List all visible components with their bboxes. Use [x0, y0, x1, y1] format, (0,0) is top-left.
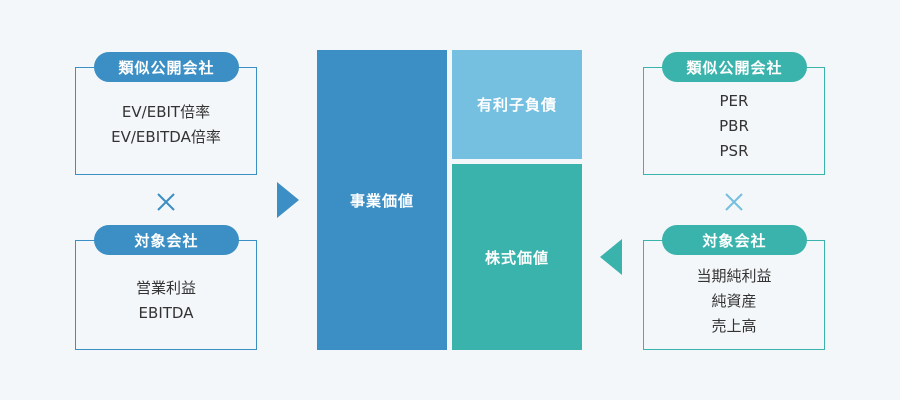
right-bottom-box: 当期純利益 純資産 売上高	[643, 240, 825, 350]
left-top-line-1: EV/EBIT倍率	[121, 103, 211, 121]
left-top-box: EV/EBIT倍率 EV/EBITDA倍率	[75, 67, 257, 175]
equity-value-block: 株式価値	[452, 164, 582, 350]
left-bottom-pill: 対象会社	[94, 225, 239, 255]
right-bottom-line-1: 当期純利益	[696, 266, 772, 285]
right-bottom-line-2: 純資産	[711, 291, 757, 310]
right-top-box: PER PBR PSR	[643, 67, 825, 175]
left-pointing-triangle-icon	[600, 239, 622, 275]
right-top-line-2: PBR	[719, 116, 749, 135]
right-top-line-1: PER	[719, 91, 749, 110]
right-top-pill: 類似公開会社	[662, 52, 807, 82]
left-bottom-line-2: EBITDA	[138, 304, 194, 322]
right-top-line-3: PSR	[719, 141, 749, 160]
right-times-icon	[725, 193, 743, 211]
left-bottom-line-1: 営業利益	[135, 279, 196, 297]
right-bottom-pill: 対象会社	[662, 225, 807, 255]
interest-bearing-debt-block: 有利子負債	[452, 50, 582, 159]
left-bottom-box: 営業利益 EBITDA	[75, 240, 257, 350]
left-times-icon	[157, 193, 175, 211]
enterprise-value-block: 事業価値	[317, 50, 447, 350]
right-pointing-triangle-icon	[277, 182, 299, 218]
left-top-pill: 類似公開会社	[94, 52, 239, 82]
right-bottom-line-3: 売上高	[711, 316, 757, 335]
left-top-line-2: EV/EBITDA倍率	[111, 128, 221, 146]
